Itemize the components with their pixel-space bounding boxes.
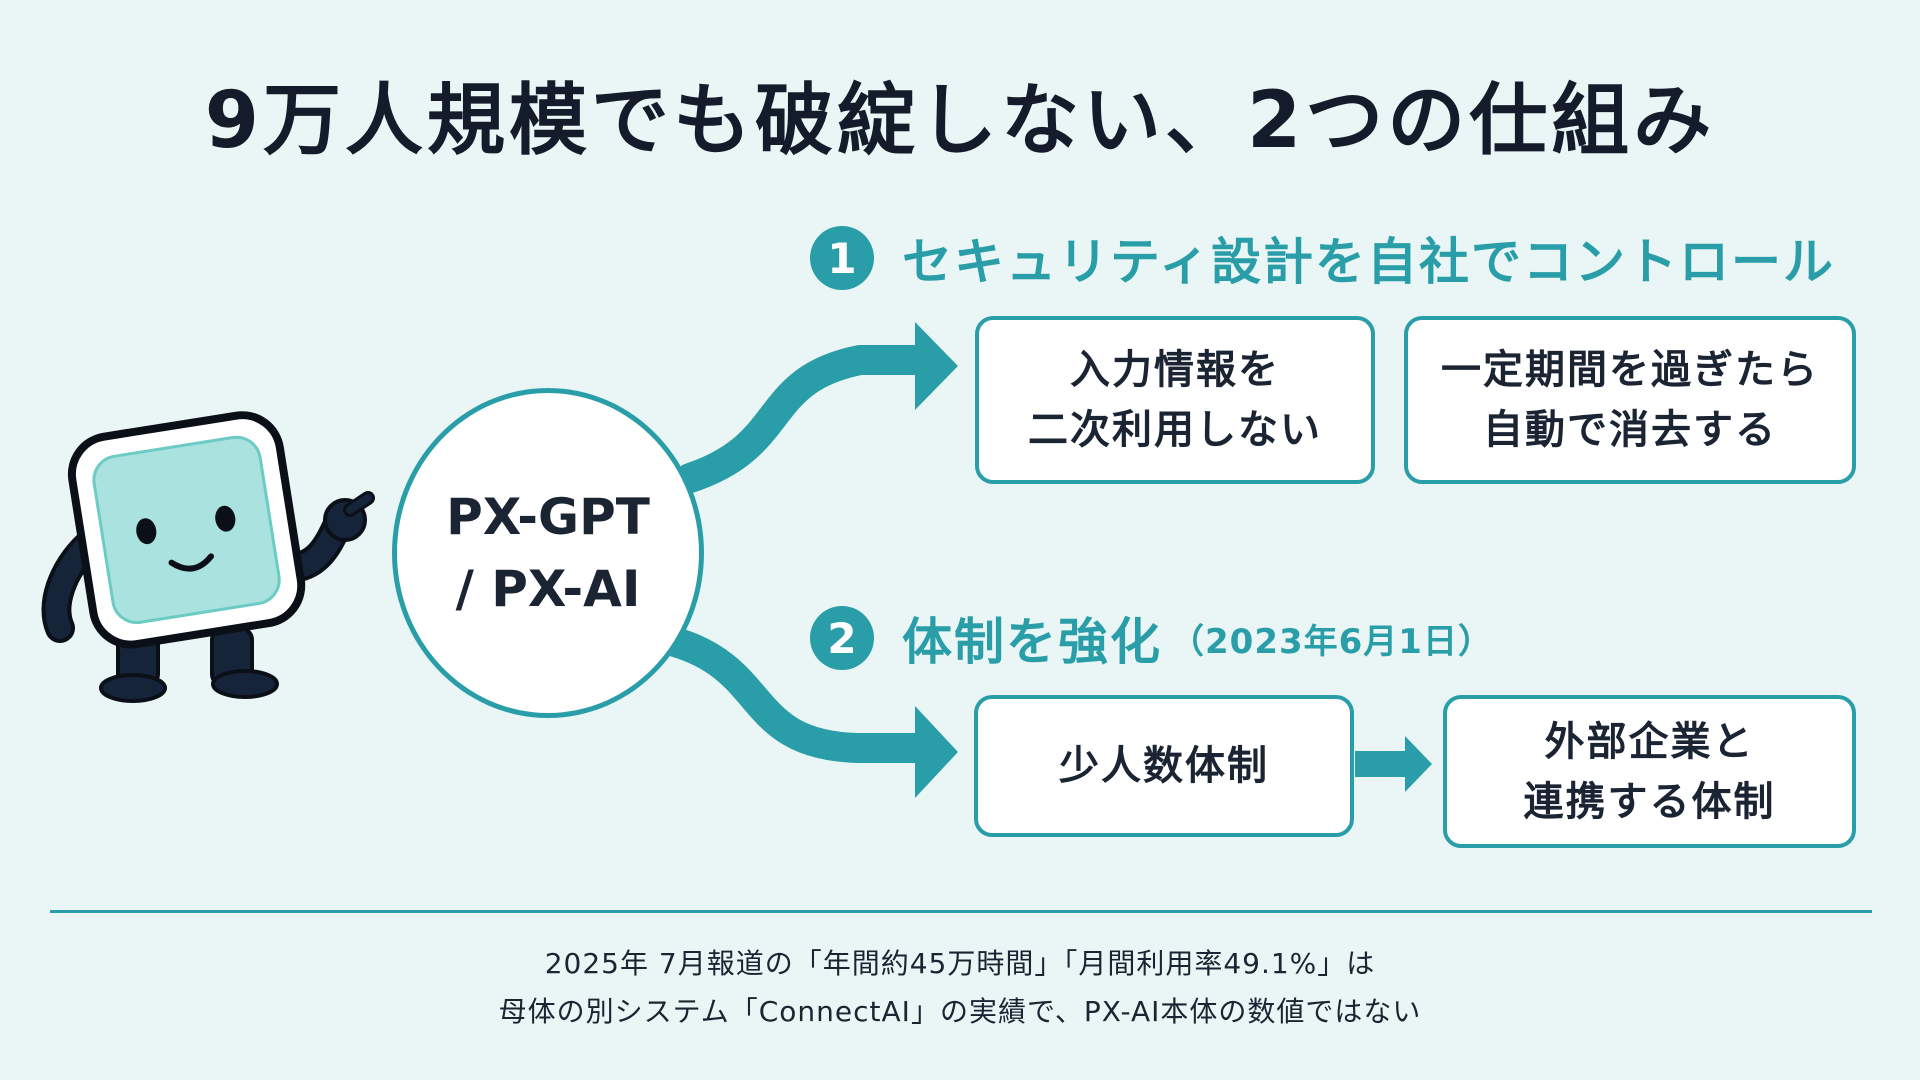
footnote: 2025年 7月報道の「年間約45万時間」「月間利用率49.1%」は 母体の別シ… (0, 940, 1920, 1036)
footer-divider (50, 910, 1872, 913)
box-no-secondary-use-line-1: 入力情報を (1070, 347, 1280, 393)
box-external-partners-line-2: 連携する体制 (1523, 778, 1776, 825)
section-1-heading-text: セキュリティ設計を自社でコントロール (902, 233, 1835, 291)
arrow-curve-bottom (660, 627, 933, 763)
box-auto-delete-line-2: 自動で消去する (1483, 407, 1777, 453)
box-no-secondary-use-line-2: 二次利用しない (1028, 407, 1322, 453)
arrow-head-bottom (915, 706, 958, 798)
box-auto-delete-line-1: 一定期間を過ぎたら (1441, 347, 1819, 393)
box-small-team-line-1: 少人数体制 (1059, 743, 1269, 789)
box-no-secondary-use: 入力情報を 二次利用しない (975, 316, 1375, 484)
box-external-partners: 外部企業と 連携する体制 (1443, 695, 1856, 848)
arrow-connector-shaft (1355, 751, 1410, 777)
section-2-heading: 2 体制を強化 （2023年6月1日） (810, 602, 1493, 674)
section-1-number-badge: 1 (810, 226, 874, 290)
footnote-line-1: 2025年 7月報道の「年間約45万時間」「月間利用率49.1%」は (544, 947, 1376, 980)
hub-line-2: / PX-AI (455, 560, 641, 618)
hub-line-1: PX-GPT (446, 487, 650, 546)
section-1-heading: 1 セキュリティ設計を自社でコントロール (810, 222, 1835, 294)
section-2-date: （2023年6月1日） (1170, 621, 1493, 662)
box-small-team: 少人数体制 (974, 695, 1354, 837)
section-2-heading-text: 体制を強化 (902, 613, 1162, 671)
arrow-connector-head (1405, 736, 1432, 792)
arrow-curve-top (675, 345, 933, 493)
page-title: 9万人規模でも破綻しない、2つの仕組み (204, 76, 1716, 166)
arrow-head-top (915, 322, 958, 410)
footnote-line-2: 母体の別システム「ConnectAI」の実績で、PX-AI本体の数値ではない (498, 995, 1422, 1029)
product-hub-circle: PX-GPT / PX-AI (392, 388, 704, 718)
box-external-partners-line-1: 外部企業と (1544, 718, 1755, 765)
section-2-number-badge: 2 (810, 606, 874, 670)
box-auto-delete: 一定期間を過ぎたら 自動で消去する (1404, 316, 1856, 484)
